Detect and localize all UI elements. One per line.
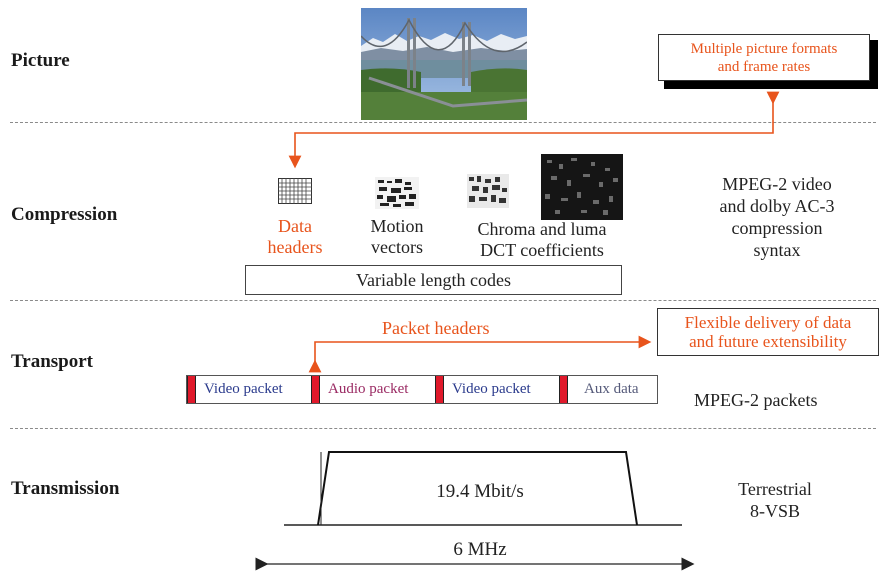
syntax-line-2: and dolby AC-3: [719, 196, 835, 216]
flexible-delivery-line-2: and future extensibility: [689, 332, 847, 351]
dct-coefficients-label: Chroma and luma DCT coefficients: [464, 219, 620, 261]
packet-label: Video packet: [204, 381, 283, 397]
variable-length-codes-label: Variable length codes: [356, 269, 511, 290]
divider-2: [10, 300, 876, 301]
bit-rate-label: 19.4 Mbit/s: [436, 481, 524, 502]
spectrum-shape: [317, 451, 638, 526]
packet-video-2: Video packet: [435, 376, 559, 403]
motion-vectors-icon: [375, 177, 419, 214]
transmission-mode-label: Terrestrial 8-VSB: [705, 478, 845, 522]
luma-dct-icon: [541, 154, 623, 225]
packet-header-marker: [187, 376, 196, 403]
layer-label-picture: Picture: [11, 50, 70, 71]
syntax-line-4: syntax: [753, 240, 801, 260]
packet-video-1: Video packet: [187, 376, 311, 403]
packet-headers-connector: [308, 335, 652, 373]
packet-audio: Audio packet: [311, 376, 435, 403]
dct-line-1: Chroma and luma: [477, 219, 607, 239]
packet-header-marker: [559, 376, 568, 403]
chroma-dct-icon: [467, 174, 509, 213]
mpeg2-packets-label: MPEG-2 packets: [694, 390, 818, 410]
packet-headers-label: Packet headers: [382, 318, 490, 338]
motion-vectors-label: Motion vectors: [359, 216, 435, 258]
transmission-mode-line-2: 8-VSB: [749, 501, 800, 521]
variable-length-codes-box: Variable length codes: [245, 265, 622, 295]
dct-line-2: DCT coefficients: [480, 240, 604, 260]
data-headers-icon: [278, 178, 312, 209]
packet-header-marker: [435, 376, 444, 403]
motion-vectors-line-2: vectors: [371, 237, 423, 257]
bandwidth-label: 6 MHz: [453, 539, 507, 560]
divider-3: [10, 428, 876, 429]
packet-stream: Video packet Audio packet Video packet A…: [186, 375, 658, 404]
compression-syntax-label: MPEG-2 video and dolby AC-3 compression …: [682, 173, 872, 261]
syntax-line-1: MPEG-2 video: [722, 174, 832, 194]
flexible-delivery-line-1: Flexible delivery of data: [684, 313, 852, 332]
data-headers-line-1: Data: [278, 216, 312, 236]
packet-label: Aux data: [584, 381, 639, 397]
packet-label: Audio packet: [328, 381, 409, 397]
layer-label-transport: Transport: [11, 351, 93, 372]
flexible-delivery-box: Flexible delivery of data and future ext…: [657, 308, 879, 356]
data-headers-line-2: headers: [267, 237, 323, 257]
picture-to-data-headers-connector: [288, 91, 780, 169]
layer-label-transmission: Transmission: [11, 478, 120, 499]
packet-header-marker: [311, 376, 320, 403]
formats-box: Multiple picture formats and frame rates: [658, 34, 870, 81]
motion-vectors-line-1: Motion: [370, 216, 424, 236]
syntax-line-3: compression: [731, 218, 823, 238]
formats-line-1: Multiple picture formats: [690, 40, 838, 57]
packet-label: Video packet: [452, 381, 531, 397]
data-headers-label: Data headers: [262, 216, 328, 258]
layer-label-compression: Compression: [11, 204, 118, 225]
packet-aux: Aux data: [559, 376, 657, 403]
formats-line-2: and frame rates: [717, 58, 811, 75]
transmission-mode-line-1: Terrestrial: [738, 479, 812, 499]
